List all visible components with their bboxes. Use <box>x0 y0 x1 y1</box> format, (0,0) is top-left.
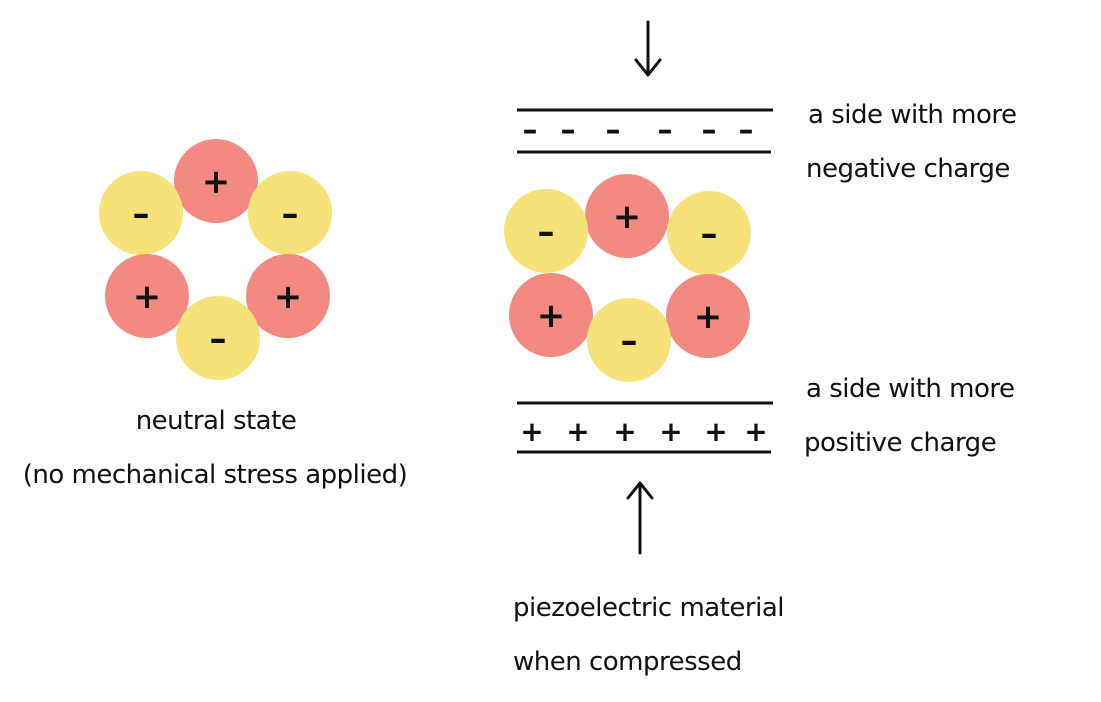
ion-sign: + <box>274 277 303 317</box>
positive-ion <box>585 174 669 258</box>
negative-ion <box>99 171 183 255</box>
negative-ion <box>176 296 260 380</box>
top-plate-charges: – – – – – – <box>523 113 754 148</box>
neutral-ion-upper-right: – <box>248 171 332 255</box>
compressed-ion-upper-right: – <box>667 191 751 275</box>
ion-sign: + <box>202 162 231 202</box>
top-plate <box>517 108 773 154</box>
neutral-caption-line2: (no mechanical stress applied) <box>22 460 408 490</box>
neutral-ion-upper-left: – <box>99 171 183 255</box>
positive-ion <box>666 274 750 358</box>
neutral-ion-top: + <box>174 139 258 223</box>
compressed-ion-lower-right: + <box>666 274 750 358</box>
top-side-label-line1: a side with more <box>808 100 1017 130</box>
negative-ion <box>587 298 671 382</box>
ion-sign: + <box>694 297 723 337</box>
neutral-ion-ring: + – – + + – <box>99 139 332 380</box>
negative-charge-sign: – <box>561 113 576 148</box>
neutral-caption-line1: neutral state <box>135 406 297 436</box>
positive-charge-sign: + <box>613 415 636 448</box>
compressed-caption-line2: when compressed <box>513 647 742 677</box>
ion-sign: – <box>538 212 555 252</box>
neutral-ion-lower-left: + <box>105 254 189 338</box>
ion-sign: + <box>613 197 642 237</box>
negative-charge-sign: – <box>523 113 538 148</box>
bottom-plate-charges: + + + + + + <box>520 415 767 448</box>
ion-sign: + <box>133 277 162 317</box>
positive-charge-sign: + <box>566 415 589 448</box>
positive-charge-sign: + <box>520 415 543 448</box>
negative-ion <box>248 171 332 255</box>
positive-ion <box>105 254 189 338</box>
compression-arrow-up <box>626 481 654 555</box>
positive-ion <box>509 273 593 357</box>
ion-sign: – <box>210 319 227 359</box>
ion-sign: – <box>282 194 299 234</box>
negative-charge-sign: – <box>702 113 717 148</box>
compressed-ion-top: + <box>585 174 669 258</box>
positive-ion <box>246 254 330 338</box>
neutral-ion-bottom: – <box>176 296 260 380</box>
bottom-plate <box>517 401 773 454</box>
neutral-ion-lower-right: + <box>246 254 330 338</box>
positive-charge-sign: + <box>744 415 767 448</box>
negative-ion <box>667 191 751 275</box>
ion-sign: – <box>133 194 150 234</box>
compression-arrow-down <box>634 20 662 77</box>
negative-charge-sign: – <box>658 113 673 148</box>
positive-charge-sign: + <box>704 415 727 448</box>
compressed-ion-upper-left: – <box>504 189 588 273</box>
compressed-ion-bottom: – <box>587 298 671 382</box>
negative-charge-sign: – <box>606 113 621 148</box>
negative-charge-sign: – <box>739 113 754 148</box>
bottom-side-label-line2: positive charge <box>804 428 997 458</box>
ion-sign: – <box>701 214 718 254</box>
positive-charge-sign: + <box>659 415 682 448</box>
positive-ion <box>174 139 258 223</box>
ion-sign: – <box>621 321 638 361</box>
compressed-caption-line1: piezoelectric material <box>513 593 784 623</box>
negative-ion <box>504 189 588 273</box>
compressed-ion-ring: + – – + + – <box>504 174 751 382</box>
top-side-label-line2: negative charge <box>806 154 1010 184</box>
compressed-ion-lower-left: + <box>509 273 593 357</box>
bottom-side-label-line1: a side with more <box>806 374 1015 404</box>
ion-sign: + <box>537 296 566 336</box>
